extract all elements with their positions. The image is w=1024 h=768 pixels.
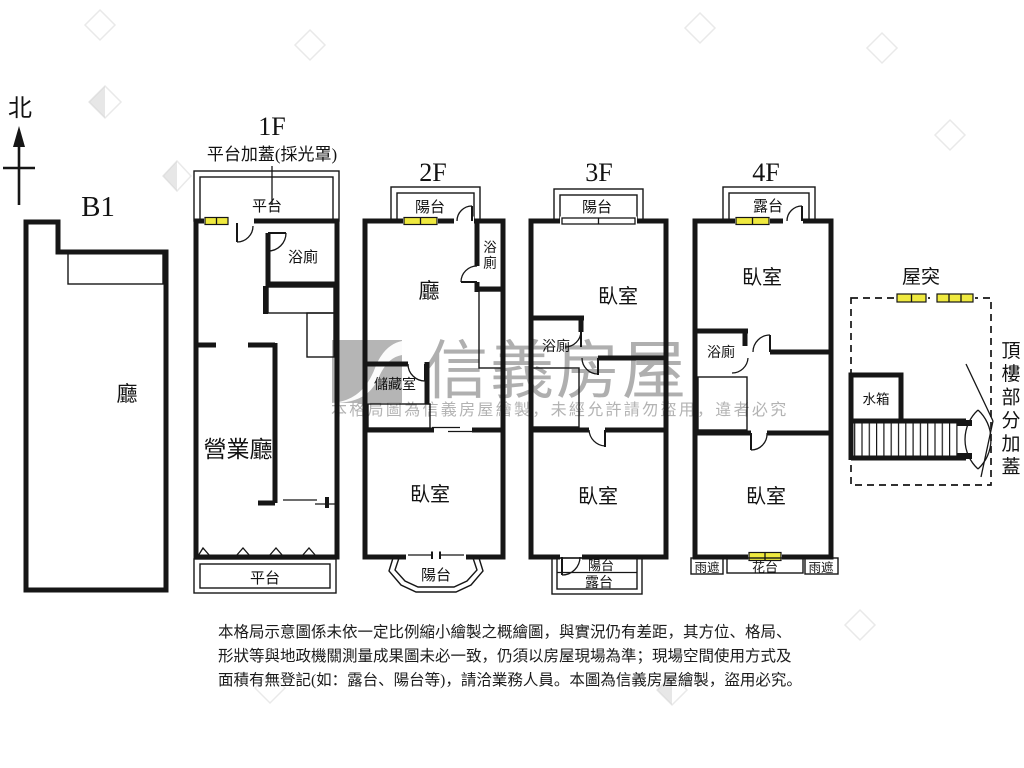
room-label-awning-left: 雨遮 xyxy=(694,560,719,575)
floor-plan-2f: 2F 陽台 浴廁 廳 儲藏室 臥室 xyxy=(362,158,506,593)
stairs xyxy=(67,252,164,285)
room-label-flower-stand: 花台 xyxy=(752,560,778,575)
stairs xyxy=(697,376,748,431)
room-label-bath: 浴廁 xyxy=(483,240,497,271)
door-swing xyxy=(236,225,254,243)
annotation-canopy: 平台加蓋(採光罩) xyxy=(207,145,337,164)
double-door-swing xyxy=(977,409,992,470)
door-swing xyxy=(588,429,606,447)
room-label-bedroom-lower: 臥室 xyxy=(578,485,618,508)
window xyxy=(936,293,974,303)
compass: 北 xyxy=(3,95,35,205)
room-label-water-tank: 水箱 xyxy=(863,392,890,407)
room-label-balcony-top: 陽台 xyxy=(415,199,445,216)
room-label-bedroom-lower: 臥室 xyxy=(746,485,786,508)
watermark-pattern xyxy=(83,8,967,707)
disclaimer-line-1: 本格局示意圖係未依一定比例縮小繪製之概繪圖，與實況仍有差距，其方位、格局、 xyxy=(218,622,792,641)
room-label-awning-right: 雨遮 xyxy=(808,560,833,575)
stairs xyxy=(306,312,335,358)
door-swing xyxy=(460,265,478,283)
platform-bottom-outline xyxy=(193,558,337,594)
terrace-inner xyxy=(556,557,638,590)
floor-title-1f: 1F xyxy=(258,112,285,141)
floor-title-roof: 屋突 xyxy=(902,266,940,288)
double-door-swing xyxy=(964,409,979,470)
floor-title-3f: 3F xyxy=(585,158,612,187)
bay-balcony-inner xyxy=(394,557,478,588)
room-label-platform-bottom: 平台 xyxy=(250,570,280,587)
door-jamb xyxy=(957,420,972,426)
room-label-storage: 儲藏室 xyxy=(374,376,416,393)
north-label: 北 xyxy=(8,95,32,122)
annotation-roof-cover: 頂樓部分加蓋 xyxy=(1001,341,1020,478)
door-opening xyxy=(454,216,474,226)
room-label-hall: 廳 xyxy=(117,382,138,406)
room-label-bedroom-upper: 臥室 xyxy=(742,266,782,289)
door-opening xyxy=(783,216,803,226)
watermark-notice-text: 本格局圖為信義房屋繪製，未經允許請勿盜用，違者必究 xyxy=(331,400,789,419)
room-label-bath: 浴廁 xyxy=(542,338,570,355)
platform-bottom-inner xyxy=(199,563,331,589)
room-label-bath: 浴廁 xyxy=(288,248,318,266)
door-swing xyxy=(267,232,287,252)
room-label-balcony-bottom: 陽台 xyxy=(588,558,614,573)
door-swing xyxy=(731,357,749,374)
north-arrow-head xyxy=(13,126,25,147)
brand-watermark: 信義房屋 本格局圖為信義房屋繪製，未經允許請勿盜用，違者必究 xyxy=(331,336,789,419)
floor-title-2f: 2F xyxy=(419,158,446,187)
door-swing xyxy=(581,357,599,375)
door-swing xyxy=(561,556,581,576)
roof-dashed-boundary xyxy=(850,297,992,486)
disclaimer-line-3: 面積有無登記(如：露台、陽台等)，請洽業務人員。本圖為信義房屋繪製，盜用必究。 xyxy=(218,670,802,689)
disclaimer-line-2: 形狀等與地政機關測量成果圖未必一致，仍須以房屋現場為準；現場空間使用方式及 xyxy=(218,647,792,665)
floor-plan-3f: 3F 陽台 臥室 浴廁 臥室 陽台 露台 xyxy=(528,158,669,595)
room-label-balcony-bottom: 陽台 xyxy=(421,567,451,584)
annotation-leader xyxy=(980,420,994,478)
door-swing xyxy=(786,205,803,222)
stairs xyxy=(267,286,335,314)
room-label-balcony-top: 陽台 xyxy=(582,199,612,216)
floor-plan-1f: 1F 平台加蓋(採光罩) 平台 浴廁 營業廳 平台 xyxy=(193,112,340,594)
room-label-bedroom-upper: 臥室 xyxy=(598,285,638,308)
door-swing xyxy=(750,432,768,451)
room-label-terrace-top: 露台 xyxy=(753,198,783,215)
window-opening xyxy=(406,552,466,562)
door-opening xyxy=(229,216,254,226)
bay-balcony-outline xyxy=(388,557,484,593)
awning-left-outline xyxy=(690,557,724,575)
floor-plan-roof: 屋突 水箱 頂樓部分加蓋 xyxy=(848,266,1021,486)
room-label-terrace-bottom: 露台 xyxy=(585,575,613,591)
flower-stand-outline xyxy=(726,557,804,574)
annotation-leader xyxy=(965,363,994,422)
disclaimer: 本格局示意圖係未依一定比例縮小繪製之概繪圖，與實況仍有差距，其方位、格局、 形狀… xyxy=(218,622,802,689)
room-label-hall: 廳 xyxy=(419,279,440,303)
door-opening xyxy=(560,552,582,562)
room-label-business-hall: 營業廳 xyxy=(204,437,273,462)
door-swing xyxy=(407,363,426,382)
stairs xyxy=(478,290,503,369)
door-swing xyxy=(752,334,771,353)
floor-plan-b1: B1 廳 xyxy=(23,191,169,593)
floor-title-b1: B1 xyxy=(81,191,115,223)
floor-title-4f: 4F xyxy=(752,158,779,187)
stairs xyxy=(853,423,963,457)
room-label-bedroom: 臥室 xyxy=(410,483,450,506)
watermark-brand-text: 信義房屋 xyxy=(424,336,688,407)
stairs xyxy=(531,367,580,428)
awning-right-outline xyxy=(804,557,839,575)
room-label-bath: 浴廁 xyxy=(707,344,735,361)
door-jamb xyxy=(957,453,972,459)
room-label-platform-top: 平台 xyxy=(252,198,282,215)
floor-plan-4f: 4F 露台 臥室 浴廁 臥室 雨遮 花台 雨遮 xyxy=(690,158,839,575)
door-swing xyxy=(456,205,473,222)
walls xyxy=(23,219,169,593)
